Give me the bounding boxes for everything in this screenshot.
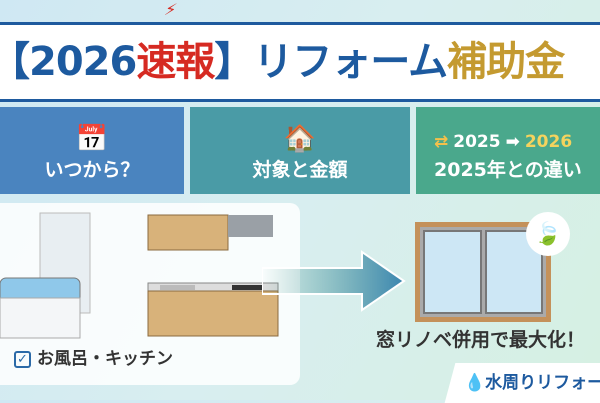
card-when[interactable]: 📅 いつから？: [0, 107, 184, 194]
lightning-icon: ⚡: [162, 0, 179, 19]
card-label: 2025年との違い: [434, 159, 582, 181]
calendar-icon: 📅: [75, 124, 109, 154]
title-flash: 速報: [136, 39, 215, 85]
bath-kitchen-panel: [0, 203, 300, 385]
shuffle-icon: ⇄: [434, 132, 449, 152]
card-label: いつから？: [44, 159, 140, 181]
card-label: 対象と金額: [252, 159, 348, 181]
window-slogan: 窓リノベ併用で最大化！: [376, 329, 586, 351]
arrow-right-icon: [262, 250, 406, 312]
house-money-icon: 🏠: [283, 124, 317, 154]
title-main: リフォーム: [253, 39, 448, 85]
card-amount[interactable]: 🏠 対象と金額: [190, 107, 410, 194]
card-diff[interactable]: ⇄2025➡2026 2025年との違い: [416, 107, 600, 194]
year-to: 2026: [524, 132, 573, 152]
brand-logo: 💧水周りリフォーム: [444, 363, 600, 403]
checkbox-icon: ✓: [14, 350, 31, 368]
window-pane: [423, 230, 482, 314]
title-bracket: 】: [214, 39, 254, 85]
title-year: 2026: [29, 39, 137, 85]
year-from: 2025: [453, 132, 501, 152]
brand-logo-text: 💧水周りリフォーム: [464, 372, 600, 394]
leaf-icon: 🍃: [526, 212, 570, 256]
title-subsidy: 補助金: [447, 39, 565, 85]
check-label: お風呂・キッチン: [37, 349, 173, 369]
water-drop-icon: 💧: [464, 373, 486, 393]
brand-name: 水周りリフォーム: [485, 373, 600, 393]
arrow-right-icon: ➡: [505, 132, 520, 152]
bath-kitchen-illustration: [0, 212, 279, 339]
bath-kitchen-check: ✓ お風呂・キッチン: [14, 348, 173, 370]
title-bracket: 【: [0, 38, 30, 86]
